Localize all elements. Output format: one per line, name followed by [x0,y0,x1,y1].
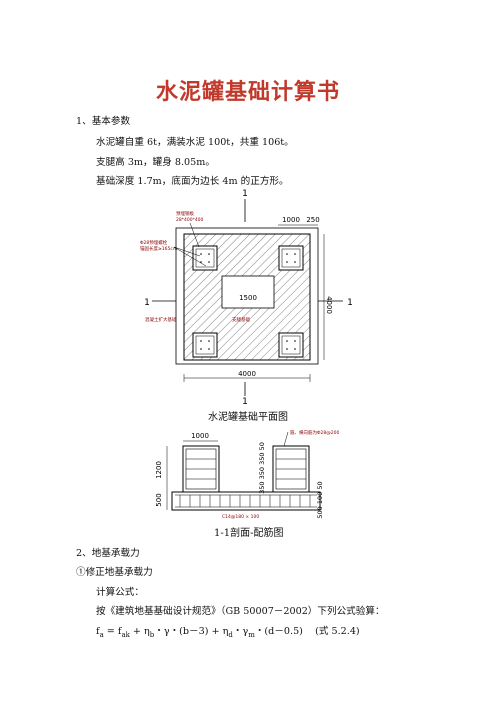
leg-plate-tr [278,245,304,271]
label-pier: 支腿基础 [232,316,250,323]
dim-1000-top: 1000 [282,216,300,224]
leg-plate-br [278,332,304,358]
label-bolt: Φ28预埋螺栓 [140,239,168,246]
center-pier [221,275,275,309]
param-depth: 基础深度 1.7m，底面为边长 4m 的正方形。 [96,176,289,187]
param-legs: 支腿高 3m，罐身 8.05m。 [96,157,215,168]
dim-4000-vertical: 4000 [325,296,333,314]
plan-outer-boundary [175,227,319,365]
formula-label: 计算公式： [96,587,144,598]
dim-250-top: 250 [306,216,319,224]
section-mark-bottom: 1 [242,397,248,407]
code-reference: 按《建筑地基基础设计规范》（GB 50007－2002）下列公式验算： [96,606,385,617]
label-concrete-cap: 混凝土扩大基础 [145,316,177,323]
label-embed-size: 28*400*400 [176,217,204,223]
label-embed-plate: 预埋钢板 [176,210,194,217]
section-mark-right: 1 [347,298,353,308]
leg-plate-tl [192,245,218,271]
leg-plate-bl [192,332,218,358]
dim-4000-horizontal: 4000 [238,370,256,378]
section1-heading: 1、基本参数 [76,116,131,127]
section-mark-left: 1 [144,298,150,308]
param-weight: 水泥罐自重 6t，满装水泥 100t，共重 106t。 [96,137,294,148]
section-mark-top: 1 [242,189,248,199]
plan-caption: 水泥罐基础平面图 [208,412,288,423]
label-bolt-len: 锚固长度≥165cm [140,245,177,252]
section2-heading: 2、地基承载力 [76,548,140,559]
page-title: 水泥罐基础计算书 [155,80,340,105]
bearing-formula: fa = fak + ηb・γ・(b－3) + ηd・γm・(d－0.5) (式… [96,626,360,639]
dim-1500: 1500 [239,294,257,302]
section2-subheading: ①修正地基承载力 [76,567,153,578]
section-caption: 1-1剖面-配筋图 [214,528,284,539]
formula-reference: (式 5.2.4) [315,626,360,637]
